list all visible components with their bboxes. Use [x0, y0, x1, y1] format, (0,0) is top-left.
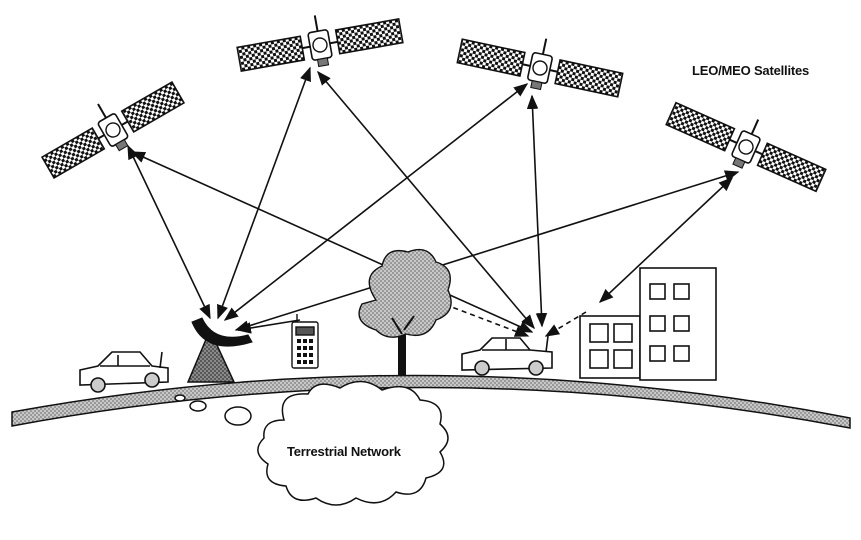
link-building-sat4 [598, 177, 734, 303]
antenna [313, 15, 319, 32]
building-small [579, 315, 641, 379]
phone-icon [291, 314, 319, 369]
link-station-sat1 [127, 144, 211, 320]
link-station-sat2 [217, 66, 311, 320]
solar-panel [456, 38, 526, 77]
solar-panel [554, 59, 624, 98]
solar-panel [334, 18, 404, 55]
building-tall [639, 267, 717, 381]
car-right [461, 335, 553, 376]
car-left [79, 351, 169, 393]
solar-panel [120, 81, 186, 133]
solar-panel [756, 142, 827, 193]
link-car-sat3 [526, 94, 548, 328]
tree-icon [358, 248, 452, 376]
link-phone-station [236, 319, 301, 334]
antenna [750, 119, 760, 135]
satellite-links [127, 66, 740, 337]
link-tree-car-dashed [385, 281, 530, 337]
solar-panel [40, 127, 106, 179]
satellite-2 [236, 15, 404, 72]
antenna [541, 38, 548, 55]
satellite-3 [456, 38, 624, 98]
satellite-4 [665, 101, 827, 193]
antenna [97, 103, 107, 119]
solar-panel [665, 101, 736, 152]
dish-icon [191, 317, 253, 347]
solar-panel [236, 35, 306, 72]
constellation-label: LEO/MEO Satellites [692, 63, 810, 78]
link-car-sat2 [317, 70, 535, 330]
satellite-1 [40, 81, 186, 179]
link-car-sat1 [130, 151, 534, 333]
earth-surface [11, 374, 851, 429]
terrestrial-network-label: Terrestrial Network [287, 444, 401, 459]
station-base [186, 328, 236, 383]
ground-station [186, 317, 253, 383]
cloud-icon [174, 380, 449, 506]
link-building-car-dashed [544, 311, 587, 337]
